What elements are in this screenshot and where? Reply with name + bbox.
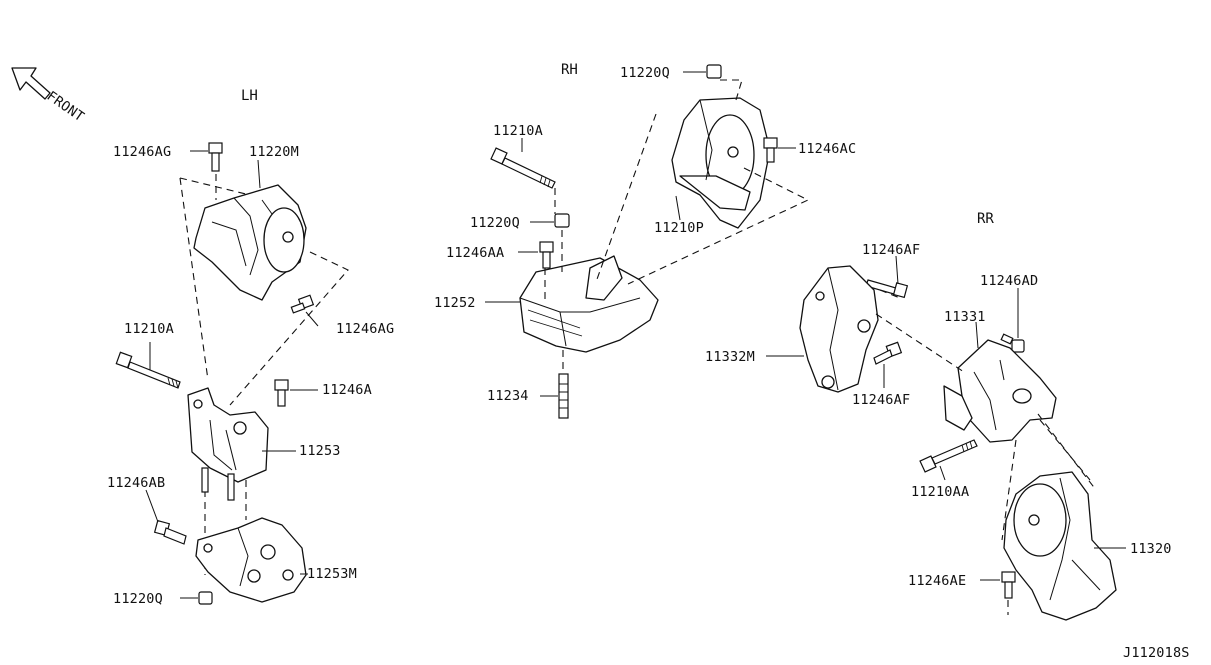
section-label-rr: RR	[977, 211, 994, 227]
nut-11220Q-rh	[554, 213, 570, 228]
bolt-11210AA	[919, 439, 978, 473]
part-11320	[1003, 471, 1117, 621]
label-11252: 11252	[434, 295, 476, 311]
label-11220Q-rh-top: 11220Q	[620, 65, 670, 81]
part-11253	[187, 387, 269, 501]
label-11246AA: 11246AA	[446, 245, 504, 261]
bolt-11210A-lh	[115, 351, 181, 389]
bolt-11246AC	[763, 137, 778, 163]
label-11210AA: 11210AA	[911, 484, 969, 500]
part-11252	[519, 255, 659, 353]
part-11220M	[193, 184, 307, 301]
label-11246AE: 11246AE	[908, 573, 966, 589]
bolt-11246A	[274, 379, 289, 407]
part-11210P	[671, 97, 771, 229]
bolt-11246AD	[1000, 333, 1025, 353]
nut-11220Q-rh-top	[706, 64, 722, 79]
part-11332M	[799, 265, 879, 393]
label-11253: 11253	[299, 443, 341, 459]
label-11220Q-lh: 11220Q	[113, 591, 163, 607]
label-11210P: 11210P	[654, 220, 704, 236]
label-11246AF-top: 11246AF	[862, 242, 920, 258]
label-11234: 11234	[487, 388, 529, 404]
diagram-code: J112018S	[1123, 645, 1190, 661]
nut-11220Q-lh	[198, 591, 213, 605]
label-11210A-lh: 11210A	[124, 321, 174, 337]
label-11220M: 11220M	[249, 144, 299, 160]
label-11320: 11320	[1130, 541, 1172, 557]
section-label-lh: LH	[241, 88, 258, 104]
label-11246AF-mid: 11246AF	[852, 392, 910, 408]
front-arrow-icon	[11, 67, 51, 100]
label-11246AG-side: 11246AG	[336, 321, 394, 337]
bolt-11246AA	[539, 241, 554, 269]
bolt-11210A-rh	[490, 147, 556, 189]
label-11246AB: 11246AB	[107, 475, 165, 491]
part-11331	[943, 339, 1057, 443]
bolt-11246AF-mid	[873, 341, 903, 365]
label-11253M: 11253M	[307, 566, 357, 582]
label-11246A: 11246A	[322, 382, 372, 398]
label-11210A-rh: 11210A	[493, 123, 543, 139]
label-11331: 11331	[944, 309, 986, 325]
bolt-11246AG-side	[290, 294, 315, 314]
bolt-11246AB	[153, 519, 187, 545]
bolt-11246AE	[1001, 571, 1016, 599]
label-11246AC: 11246AC	[798, 141, 856, 157]
label-11220Q-rh: 11220Q	[470, 215, 520, 231]
stud-11234	[558, 373, 569, 419]
label-11246AG-top: 11246AG	[113, 144, 171, 160]
front-label: FRONT	[44, 88, 87, 125]
part-11253M	[195, 517, 307, 603]
label-11332M: 11332M	[705, 349, 755, 365]
label-11246AD: 11246AD	[980, 273, 1038, 289]
bolt-11246AG-top	[208, 142, 223, 172]
section-label-rh: RH	[561, 62, 578, 78]
